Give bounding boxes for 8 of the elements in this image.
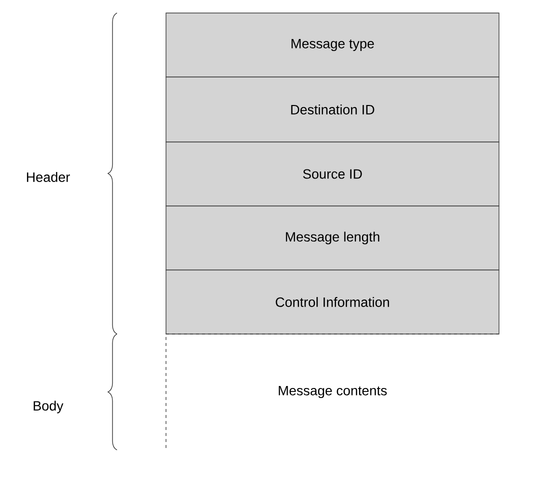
section-label: Header (26, 172, 70, 182)
field-box: Destination ID (166, 76, 500, 142)
field-box: Source ID (166, 142, 500, 206)
field-box: Control Information (166, 270, 500, 334)
field-box: Message length (166, 206, 500, 270)
body-area: Message contents (166, 334, 500, 450)
section-label: Body (34, 400, 64, 414)
field-box: Message type (166, 12, 500, 78)
